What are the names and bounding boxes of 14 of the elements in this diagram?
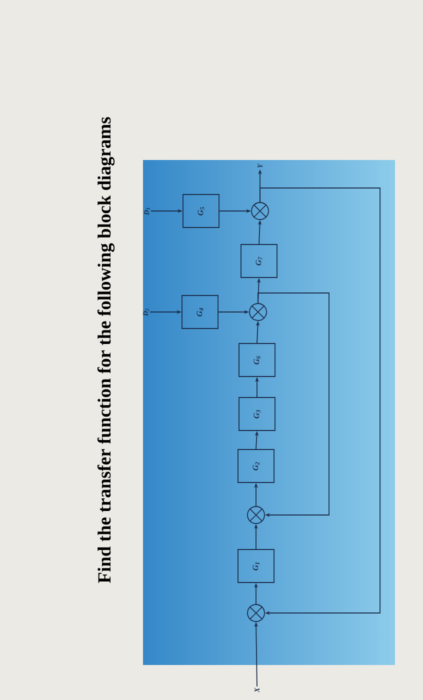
summing-junction [247,604,265,622]
block-box: G$_{1}$ [238,549,274,583]
title: Find the transfer function for the following block diagrams [97,117,115,583]
summing-junction [247,506,265,524]
arrow [260,188,380,615]
block-box: G$_{2}$ [238,449,274,483]
summing-junction [251,202,269,220]
block-box: G$_{3}$ [238,397,276,431]
block-box: G$_{7}$ [240,244,278,278]
block-box: G$_{4}$ [182,295,218,329]
block-box: G$_{6}$ [238,343,276,377]
summing-junction [249,303,267,321]
arrow [258,292,330,517]
block-box: G$_{5}$ [182,194,220,228]
